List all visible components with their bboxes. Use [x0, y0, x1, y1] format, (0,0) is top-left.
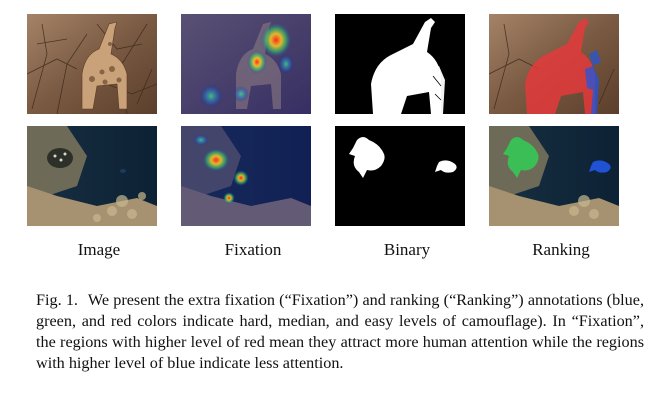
fish-image-panel [27, 126, 157, 226]
fish-fixation-panel [181, 126, 311, 226]
giraffe-binary-panel [335, 14, 465, 114]
figure-caption: Fig. 1. We present the extra fixation (“… [36, 290, 644, 374]
fish-binary-mask [335, 126, 465, 226]
giraffe-fixation-panel [181, 14, 311, 114]
column-label-fixation: Fixation [224, 240, 282, 259]
column-label-ranking: Ranking [532, 240, 590, 259]
fish-ranking-panel [489, 126, 619, 226]
fish-image [27, 126, 157, 226]
figure-number: Fig. 1. [36, 291, 78, 309]
fish-binary-panel [335, 126, 465, 226]
giraffe-image [27, 14, 157, 114]
column-label-image: Image [77, 240, 121, 259]
giraffe-fixation-map [181, 14, 311, 114]
caption-text: We present the extra fixation (“Fixation… [36, 291, 644, 372]
giraffe-binary-mask [335, 14, 465, 114]
fish-ranking-map [489, 126, 619, 226]
giraffe-ranking-panel [489, 14, 619, 114]
giraffe-image-panel [27, 14, 157, 114]
column-label-binary: Binary [383, 240, 431, 259]
giraffe-ranking-map [489, 14, 619, 114]
fish-fixation-map [181, 126, 311, 226]
